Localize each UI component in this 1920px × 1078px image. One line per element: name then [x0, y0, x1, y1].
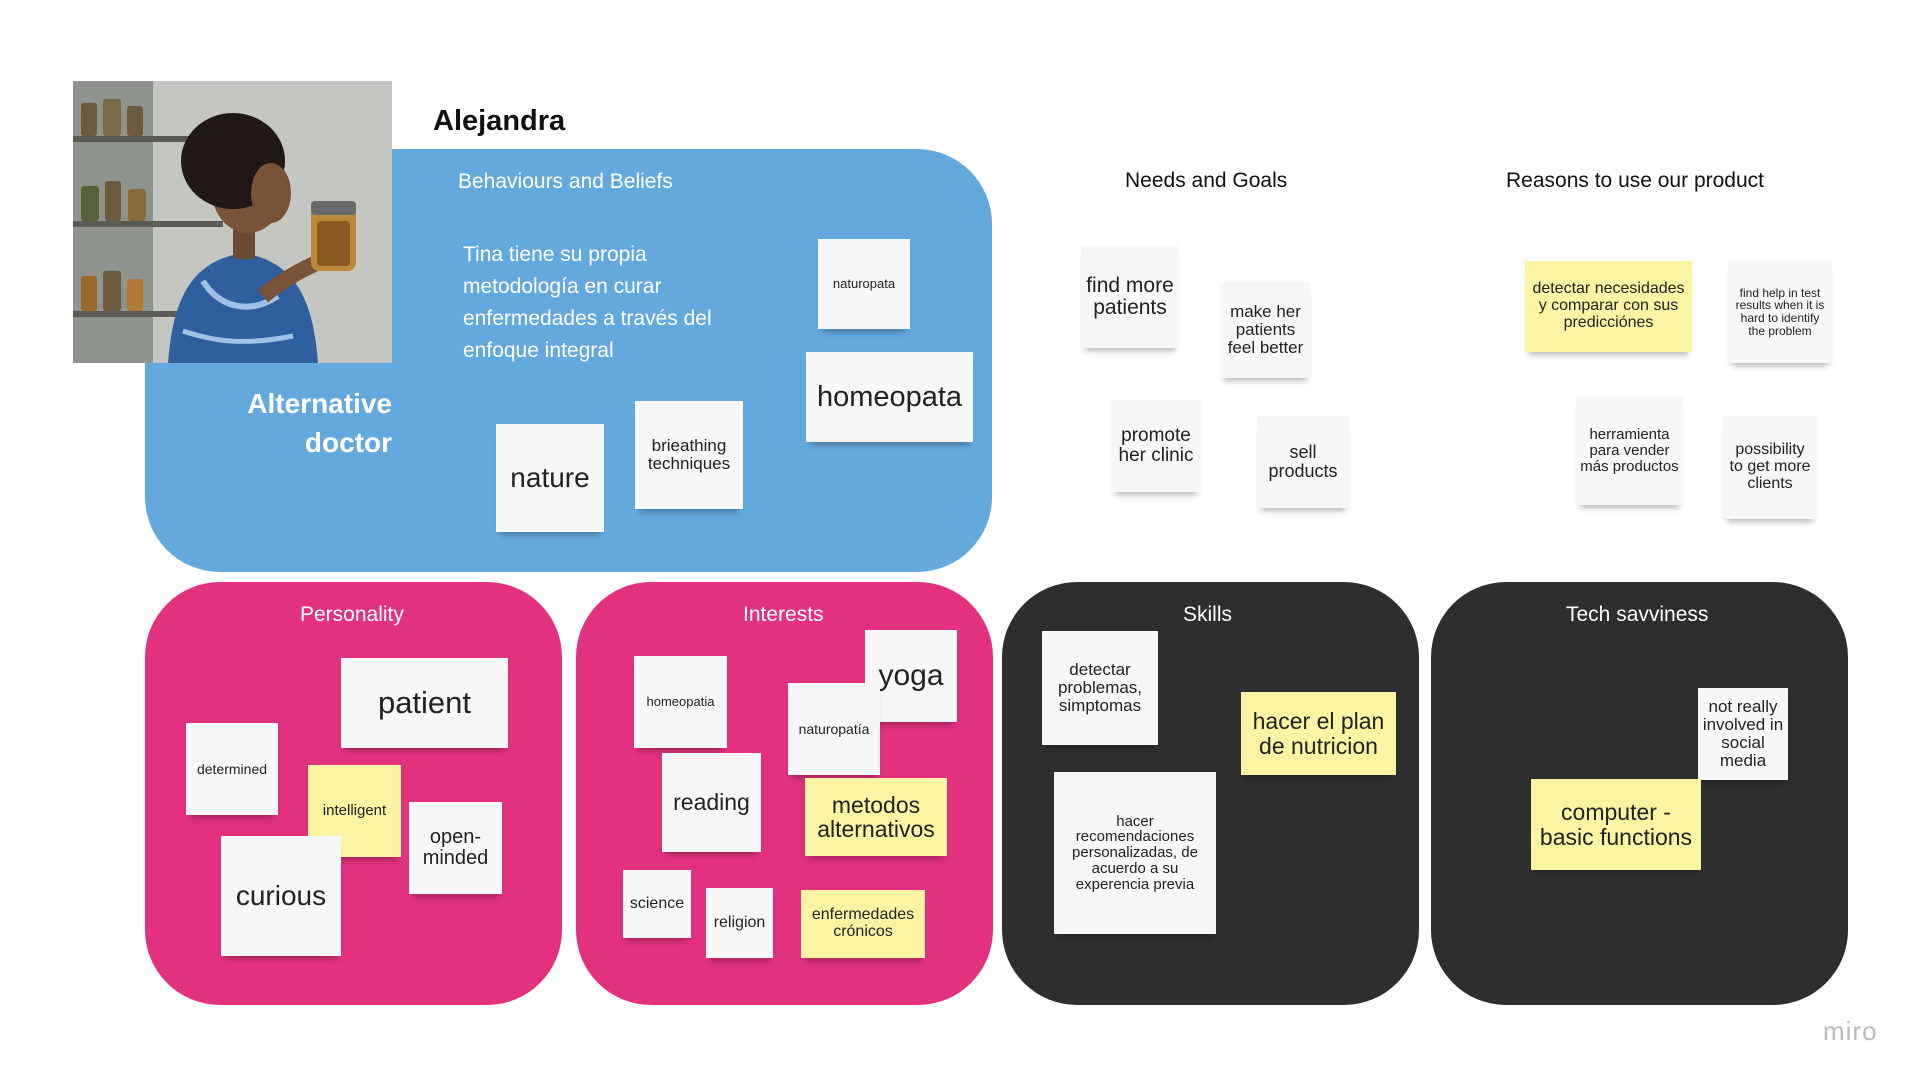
persona-role-line2: doctor [304, 427, 392, 458]
sticky-note[interactable]: science [623, 870, 691, 938]
persona-name: Alejandra [433, 105, 566, 137]
sticky-note[interactable]: homeopatia [634, 656, 727, 748]
sticky-note[interactable]: metodos alternativos [805, 778, 947, 856]
sticky-note[interactable]: sell products [1257, 416, 1349, 508]
sticky-note[interactable]: promote her clinic [1111, 400, 1201, 492]
sticky-note[interactable]: possibility to get more clients [1723, 416, 1817, 519]
behaviours-description: Tina tiene su propia metodología en cura… [463, 243, 712, 362]
sticky-note[interactable]: brieathing techniques [635, 401, 743, 509]
sticky-note[interactable]: homeopata [806, 352, 973, 442]
sticky-note[interactable]: hacer el plan de nutricion [1241, 692, 1396, 775]
persona-photo[interactable] [73, 81, 392, 363]
sticky-note[interactable]: naturopata [818, 239, 910, 329]
persona-role-line1: Alternative [247, 388, 392, 419]
sticky-note[interactable]: find help in test results when it is har… [1728, 261, 1832, 363]
sticky-note[interactable]: enfermedades crónicos [801, 890, 925, 958]
persona-role: Alternative doctor [220, 384, 392, 462]
sticky-note[interactable]: detectar problemas, simptomas [1042, 631, 1158, 745]
sticky-note[interactable]: religion [706, 888, 773, 958]
sticky-note[interactable]: not really involved in social media [1698, 688, 1788, 780]
miro-logo: miro [1823, 1016, 1878, 1046]
skills-title: Skills [1183, 603, 1233, 626]
sticky-note[interactable]: detectar necesidades y comparar con sus … [1525, 261, 1692, 352]
sticky-note[interactable]: make her patients feel better [1220, 282, 1311, 378]
sticky-note[interactable]: curious [221, 836, 341, 956]
sticky-note[interactable]: open-minded [409, 802, 502, 894]
sticky-note[interactable]: yoga [865, 630, 957, 722]
sticky-note[interactable]: naturopatía [788, 683, 880, 775]
interests-title: Interests [743, 603, 824, 626]
tech-title: Tech savviness [1566, 603, 1709, 626]
sticky-note[interactable]: find more patients [1081, 246, 1179, 348]
sticky-note[interactable]: determined [186, 723, 278, 815]
sticky-note[interactable]: herramienta para vender más productos [1576, 397, 1683, 505]
personality-title: Personality [300, 603, 404, 626]
behaviours-title: Behaviours and Beliefs [458, 170, 673, 193]
sticky-note[interactable]: hacer recomendaciones personalizadas, de… [1054, 772, 1216, 934]
sticky-note[interactable]: computer - basic functions [1531, 779, 1701, 870]
needs-title: Needs and Goals [1125, 169, 1288, 192]
sticky-note[interactable]: patient [341, 658, 508, 748]
reasons-title: Reasons to use our product [1506, 169, 1764, 192]
persona-photo-image [73, 81, 392, 363]
sticky-note[interactable]: reading [662, 753, 761, 852]
sticky-note[interactable]: nature [496, 424, 604, 532]
